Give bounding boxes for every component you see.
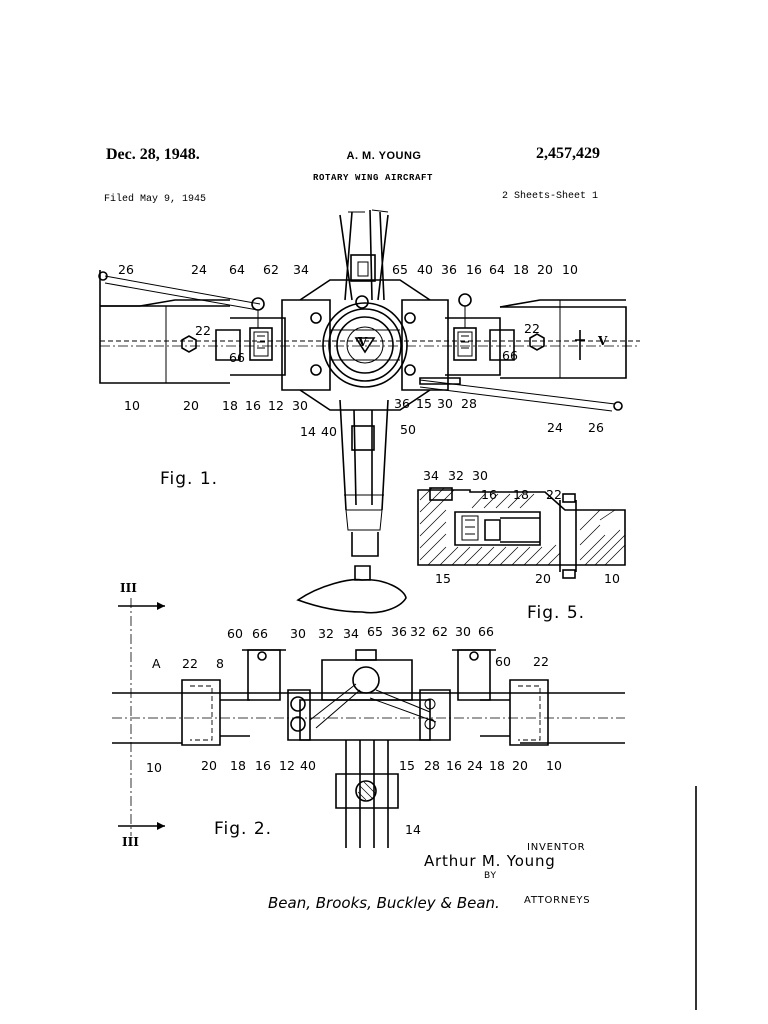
svg-text:18: 18: [513, 487, 529, 502]
svg-text:32: 32: [318, 626, 334, 641]
svg-text:30: 30: [455, 624, 471, 639]
svg-text:30: 30: [472, 468, 488, 483]
svg-text:34: 34: [423, 468, 439, 483]
inventor-header: A. M. YOUNG: [346, 150, 422, 162]
svg-text:10: 10: [146, 760, 162, 775]
svg-text:65: 65: [392, 262, 408, 277]
patent-date: Dec. 28, 1948.: [106, 146, 200, 163]
svg-text:15: 15: [435, 571, 451, 586]
svg-text:14: 14: [405, 822, 421, 837]
svg-text:40: 40: [321, 424, 337, 439]
svg-text:22: 22: [195, 323, 211, 338]
svg-text:22: 22: [533, 654, 549, 669]
svg-text:24: 24: [191, 262, 207, 277]
svg-text:32: 32: [410, 624, 426, 639]
svg-text:16: 16: [255, 758, 271, 773]
patent-number: 2,457,429: [536, 145, 600, 162]
svg-text:26: 26: [118, 262, 134, 277]
svg-text:26: 26: [588, 420, 604, 435]
svg-text:22: 22: [524, 321, 540, 336]
by-label: BY: [484, 871, 497, 881]
figure-5-caption: Fig. 5.: [527, 603, 585, 623]
svg-text:14: 14: [300, 424, 316, 439]
svg-text:12: 12: [279, 758, 295, 773]
svg-text:24: 24: [467, 758, 483, 773]
svg-text:40: 40: [300, 758, 316, 773]
inventor-label: INVENTOR: [527, 842, 585, 853]
sheet-count: 2 Sheets-Sheet 1: [501, 191, 598, 202]
figure-2-drawing: [112, 598, 625, 848]
svg-text:18: 18: [230, 758, 246, 773]
svg-text:18: 18: [513, 262, 529, 277]
svg-text:34: 34: [343, 626, 359, 641]
svg-text:36: 36: [441, 262, 457, 277]
svg-text:A: A: [152, 656, 161, 671]
svg-text:66: 66: [478, 624, 494, 639]
svg-text:36: 36: [391, 624, 407, 639]
svg-text:20: 20: [201, 758, 217, 773]
svg-text:22: 22: [546, 487, 562, 502]
inventor-signature: Arthur M. Young: [424, 852, 556, 870]
svg-text:15: 15: [399, 758, 415, 773]
svg-text:30: 30: [437, 396, 453, 411]
svg-text:10: 10: [562, 262, 578, 277]
svg-text:V: V: [597, 334, 608, 348]
svg-text:64: 64: [229, 262, 245, 277]
svg-text:64: 64: [489, 262, 505, 277]
svg-text:62: 62: [263, 262, 279, 277]
figure-1-caption: Fig. 1.: [160, 469, 218, 489]
svg-text:40: 40: [417, 262, 433, 277]
section-mark-bottom: III: [122, 835, 139, 849]
svg-text:50: 50: [400, 422, 416, 437]
svg-text:34: 34: [293, 262, 309, 277]
patent-title: ROTARY WING AIRCRAFT: [312, 173, 434, 183]
svg-text:30: 30: [290, 626, 306, 641]
svg-text:10: 10: [546, 758, 562, 773]
svg-text:22: 22: [182, 656, 198, 671]
figure-5-drawing: [417, 487, 626, 579]
svg-text:20: 20: [535, 571, 551, 586]
svg-text:36: 36: [394, 396, 410, 411]
svg-text:16: 16: [466, 262, 482, 277]
figure-1-drawing: [98, 209, 640, 614]
svg-text:V: V: [357, 335, 368, 349]
attorneys-label: ATTORNEYS: [524, 895, 590, 906]
svg-text:24: 24: [547, 420, 563, 435]
svg-text:16: 16: [245, 398, 261, 413]
svg-text:16: 16: [481, 487, 497, 502]
svg-text:28: 28: [461, 396, 477, 411]
section-mark-top: III: [120, 581, 137, 595]
svg-text:16: 16: [446, 758, 462, 773]
svg-text:12: 12: [268, 398, 284, 413]
svg-text:10: 10: [604, 571, 620, 586]
svg-text:10: 10: [124, 398, 140, 413]
svg-text:62: 62: [432, 624, 448, 639]
attorney-firm-signature: Bean, Brooks, Buckley & Bean.: [268, 894, 500, 912]
svg-text:18: 18: [222, 398, 238, 413]
svg-text:8: 8: [216, 656, 224, 671]
svg-text:28: 28: [424, 758, 440, 773]
figure-2-caption: Fig. 2.: [214, 819, 272, 839]
svg-text:15: 15: [416, 396, 432, 411]
filed-date: Filed May 9, 1945: [104, 194, 207, 205]
svg-text:65: 65: [367, 624, 383, 639]
svg-text:20: 20: [537, 262, 553, 277]
svg-text:30: 30: [292, 398, 308, 413]
svg-text:20: 20: [183, 398, 199, 413]
svg-text:66: 66: [502, 348, 518, 363]
svg-text:66: 66: [252, 626, 268, 641]
svg-text:66: 66: [229, 350, 245, 365]
svg-text:60: 60: [495, 654, 511, 669]
svg-text:20: 20: [512, 758, 528, 773]
svg-text:32: 32: [448, 468, 464, 483]
svg-text:60: 60: [227, 626, 243, 641]
svg-text:18: 18: [489, 758, 505, 773]
